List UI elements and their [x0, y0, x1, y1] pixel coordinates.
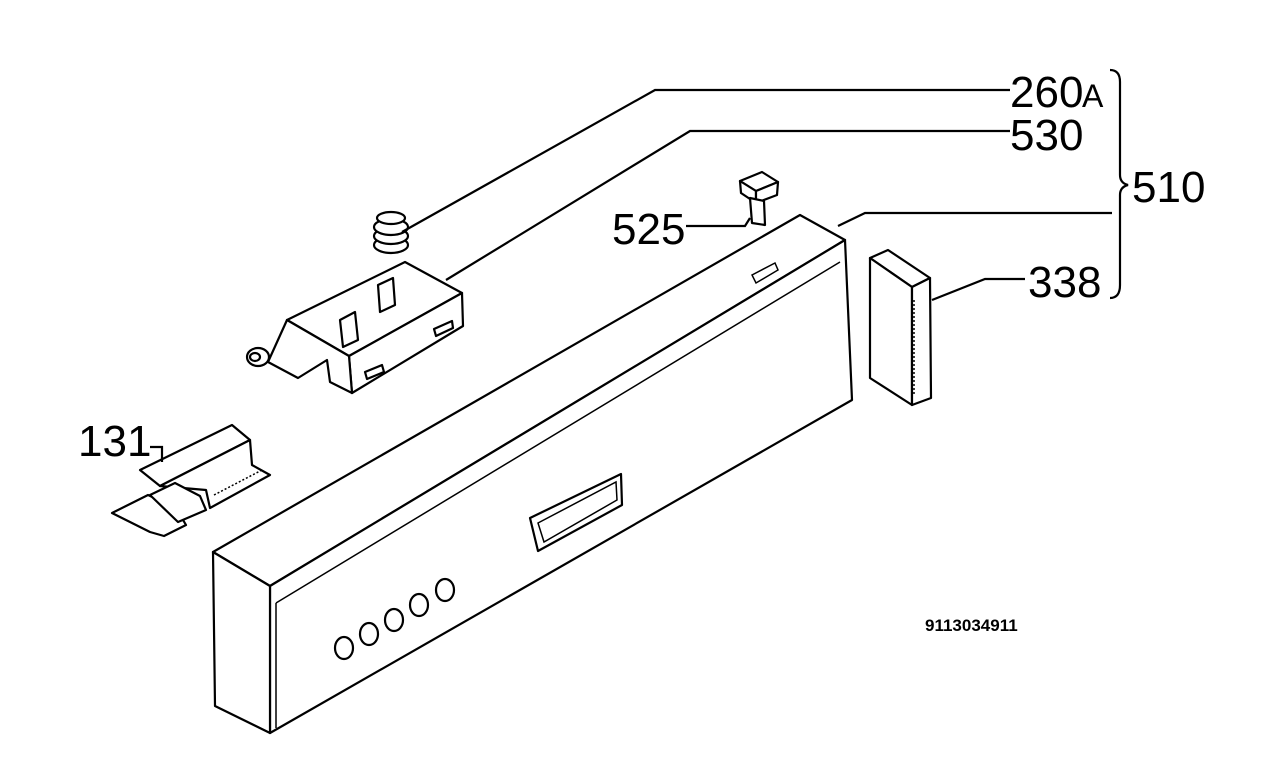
part-260a-spring [372, 210, 410, 255]
brace-510 [1109, 68, 1129, 300]
label-510: 510 [1132, 163, 1205, 212]
drawing-number: 9113034911 [925, 616, 1018, 635]
label-131: 131 [78, 417, 151, 466]
label-260: 260 [1010, 68, 1083, 117]
control-panel [211, 213, 854, 735]
leader-lines [150, 88, 1112, 462]
part-525-button [738, 170, 780, 227]
part-338-connector [868, 248, 933, 407]
label-530: 530 [1010, 111, 1083, 160]
label-260-suffix: A [1082, 78, 1104, 114]
display-window [528, 472, 624, 553]
button-holes [333, 577, 456, 661]
part-530-bracket [245, 260, 465, 395]
label-338: 338 [1028, 258, 1101, 307]
top-slot [750, 261, 779, 285]
part-131-clip [110, 423, 272, 538]
label-525: 525 [612, 205, 685, 254]
